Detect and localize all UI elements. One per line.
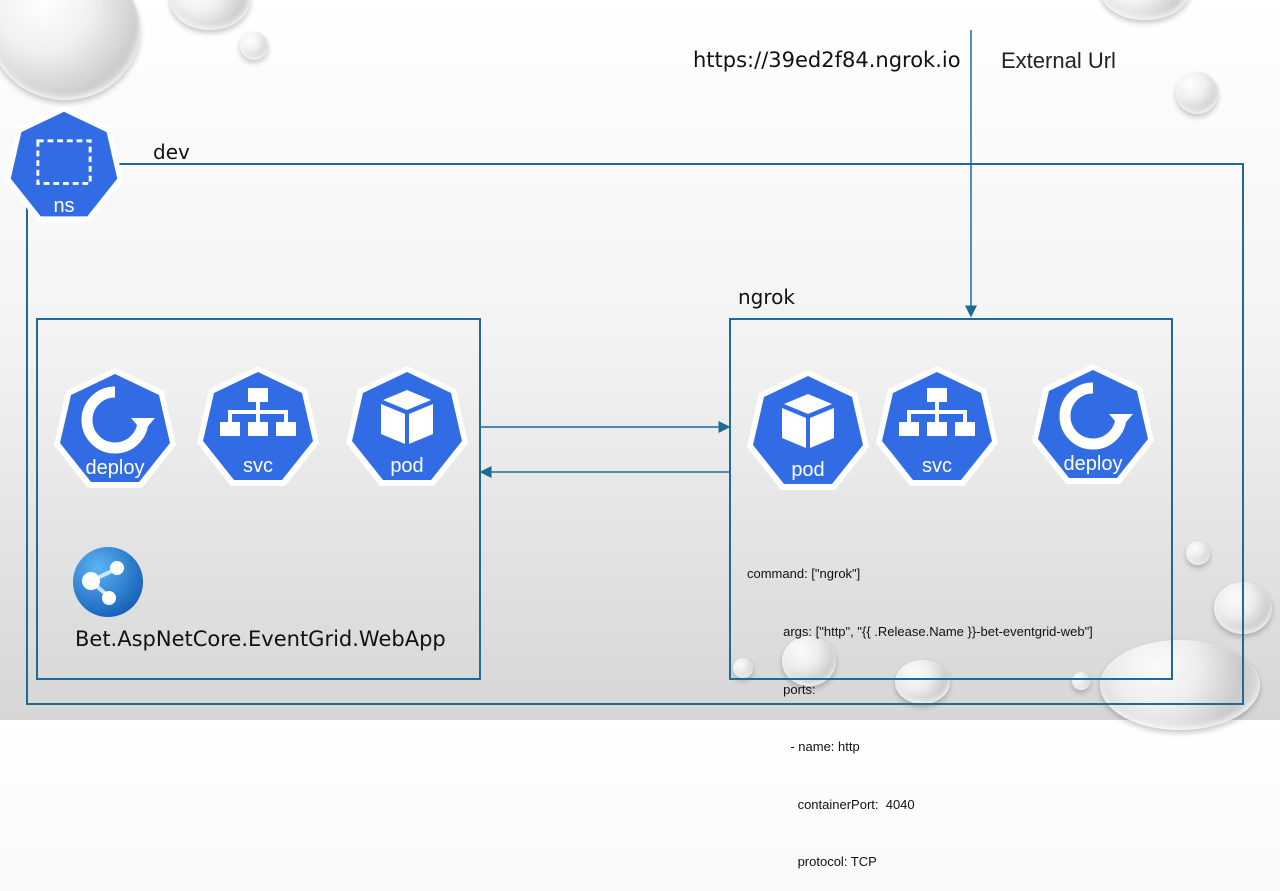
yaml-line: containerPort: 4040 <box>747 796 915 812</box>
namespace-icon-caption: ns <box>53 195 75 217</box>
deploy-icon: deploy <box>1029 362 1157 490</box>
pod-caption: pod <box>390 455 424 477</box>
pod-caption: pod <box>791 459 825 481</box>
pod-icon: pod <box>343 364 471 492</box>
water-drop-decoration <box>1186 541 1210 565</box>
ngrok-group-box <box>729 318 1173 680</box>
water-drop-decoration <box>733 658 753 678</box>
svc-icon: svc <box>873 364 1001 492</box>
svc-icon: svc <box>194 364 322 492</box>
water-drop-decoration <box>782 636 836 686</box>
external-url: https://39ed2f84.ngrok.io <box>693 48 961 72</box>
namespace-icon: ns <box>2 104 126 228</box>
external-url-label: External Url <box>1001 48 1116 73</box>
app-name: Bet.AspNetCore.EventGrid.WebApp <box>75 627 446 651</box>
yaml-line: command: ["ngrok"] <box>747 566 861 582</box>
deploy-icon: deploy <box>51 366 179 494</box>
ngrok-config-snippet: command: ["ngrok"] args: ["http", "{{ .R… <box>747 526 1093 891</box>
water-drop-decoration <box>240 32 268 60</box>
water-drop-decoration <box>1100 640 1260 730</box>
water-drop-decoration <box>895 660 950 704</box>
yaml-line: protocol: TCP <box>747 854 877 870</box>
water-drop-decoration <box>1100 0 1190 20</box>
ngrok-group-title: ngrok <box>738 285 795 309</box>
yaml-line: args: ["http", "{{ .Release.Name }}-bet-… <box>747 624 1093 640</box>
namespace-name: dev <box>153 140 190 164</box>
yaml-line: ports: <box>747 681 816 697</box>
water-drop-decoration <box>1176 72 1218 114</box>
svc-caption: svc <box>243 455 273 477</box>
pod-icon: pod <box>744 368 872 496</box>
deploy-caption: deploy <box>85 457 145 479</box>
namespace-dev-box <box>26 163 1244 705</box>
webapp-group-box <box>36 318 481 680</box>
deploy-caption: deploy <box>1063 453 1123 475</box>
web-app-icon <box>73 547 143 617</box>
connector-lines <box>479 30 977 478</box>
yaml-line: - name: http <box>747 739 860 755</box>
svc-caption: svc <box>922 455 952 477</box>
water-drop-decoration <box>1072 672 1090 690</box>
